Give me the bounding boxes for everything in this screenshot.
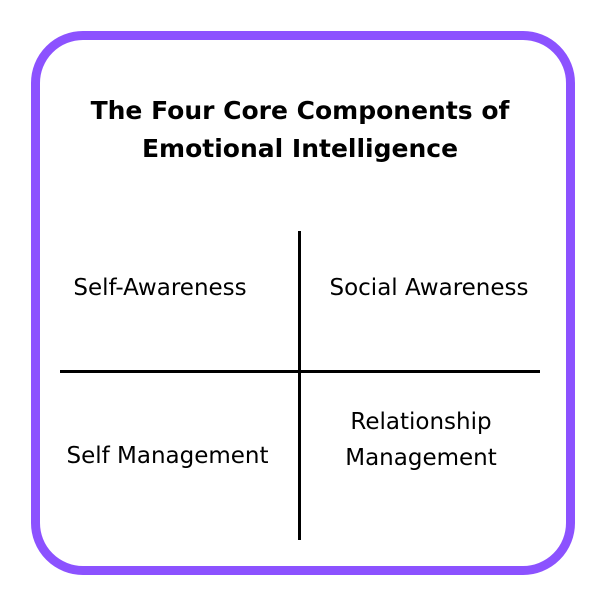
- card-frame: [31, 31, 575, 575]
- quadrant-social-awareness: Social Awareness: [329, 275, 529, 301]
- vertical-divider: [298, 231, 301, 540]
- title-line-2: Emotional Intelligence: [141, 134, 459, 163]
- relationship-line-2: Management: [345, 445, 497, 471]
- quadrant-self-awareness: Self-Awareness: [73, 275, 247, 301]
- relationship-line-1: Relationship: [350, 409, 492, 435]
- title-line-1: The Four Core Components of: [90, 96, 510, 125]
- quadrant-relationship-management: Relationship Management: [310, 404, 532, 476]
- horizontal-divider: [60, 370, 540, 373]
- quadrant-self-management: Self Management: [66, 443, 269, 469]
- diagram-title: The Four Core Components of Emotional In…: [0, 92, 600, 168]
